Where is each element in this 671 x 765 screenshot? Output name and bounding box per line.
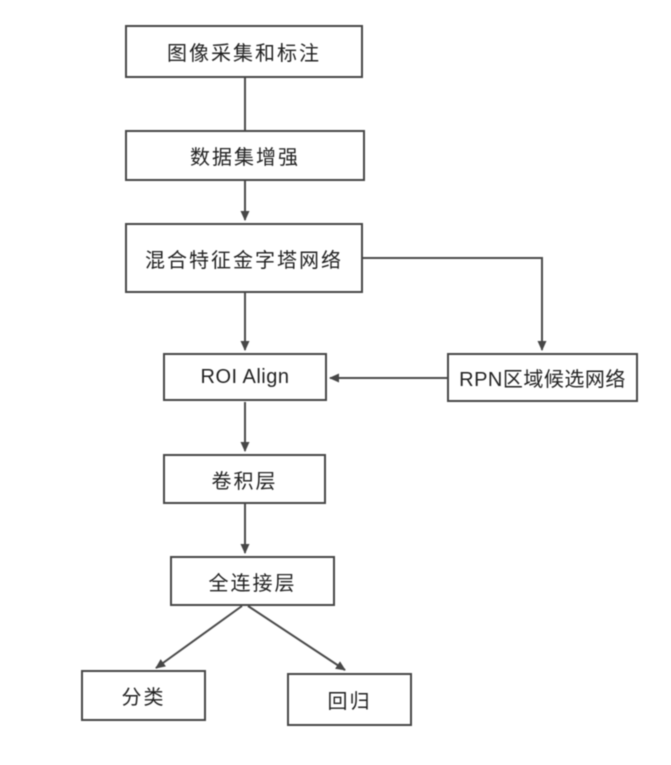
node-image-collection: 图像采集和标注 [125, 25, 363, 78]
node-image-collection-label: 图像采集和标注 [167, 43, 321, 65]
node-rpn: RPN区域候选网络 [447, 353, 638, 402]
node-roi-align-label: ROI Align [200, 365, 290, 388]
node-classification: 分类 [81, 670, 206, 721]
node-fc-layer: 全连接层 [170, 556, 335, 606]
node-regression-label: 回归 [327, 691, 372, 713]
connector-fc-to-classification [155, 605, 243, 669]
node-roi-align: ROI Align [163, 353, 327, 401]
node-fc-layer-label: 全连接层 [208, 572, 297, 595]
node-dataset-augmentation-label: 数据集增强 [190, 147, 300, 169]
node-dataset-augmentation: 数据集增强 [125, 130, 365, 181]
node-regression: 回归 [287, 673, 412, 726]
node-rpn-label: RPN区域候选网络 [459, 369, 626, 391]
connector-fpn-to-rpn [363, 257, 547, 351]
node-conv-layer-label: 卷积层 [211, 470, 278, 493]
connector-fc-to-regression [247, 605, 346, 671]
node-classification-label: 分类 [121, 687, 166, 709]
node-conv-layer: 卷积层 [163, 454, 326, 504]
node-hybrid-fpn-label: 混合特征金字塔网络 [145, 249, 343, 272]
node-hybrid-fpn: 混合特征金字塔网络 [125, 223, 363, 293]
